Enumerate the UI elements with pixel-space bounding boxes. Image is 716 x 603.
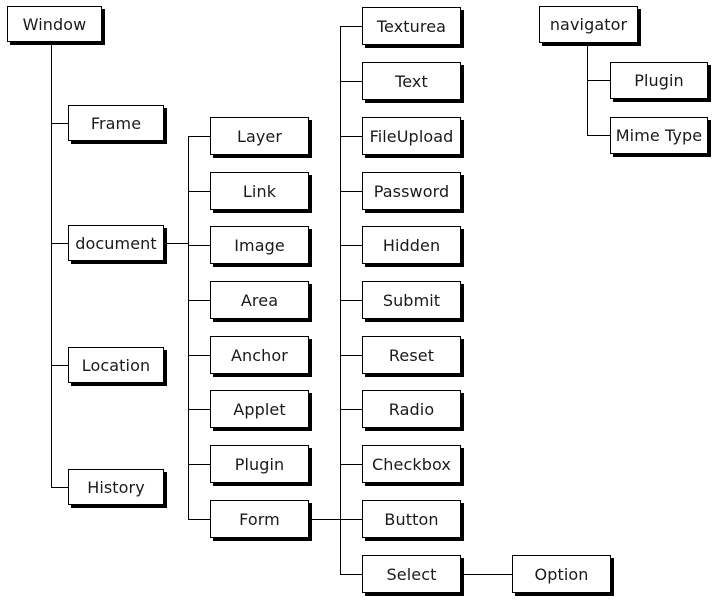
node-document: document [68,225,164,261]
node-reset: Reset [362,336,461,374]
node-link: Link [210,172,309,210]
node-text: Text [362,62,461,100]
connector-navigator-plugin [587,80,610,81]
node-applet: Applet [210,390,309,428]
connector-form-submit [340,300,362,301]
connector-form-hidden [340,245,362,246]
node-anchor: Anchor [210,336,309,374]
node-fileupload: FileUpload [362,117,461,155]
connector-select-option [461,574,512,575]
connector-window-frame [51,123,68,124]
node-layer: Layer [210,117,309,155]
node-navigator-plugin: Plugin [610,62,708,99]
connector-form-texturea [340,26,362,27]
node-image: Image [210,226,309,264]
connector-document-applet [188,409,210,410]
connector-window-document [51,243,68,244]
node-select: Select [362,555,461,593]
connector-navigator-trunk [587,43,588,135]
connector-document-form [188,519,210,520]
node-history: History [68,469,164,505]
node-document-plugin: Plugin [210,445,309,483]
connector-document-anchor [188,355,210,356]
connector-document-area [188,300,210,301]
connector-form-button [340,519,362,520]
node-frame: Frame [68,105,164,141]
connector-window-trunk [51,42,52,488]
connector-window-location [51,365,68,366]
connector-form-checkbox [340,464,362,465]
connector-navigator-mimetype [587,135,610,136]
connector-form-radio [340,409,362,410]
node-window: Window [7,6,102,42]
connector-document-layer [188,136,210,137]
node-option: Option [512,555,611,593]
node-checkbox: Checkbox [362,445,461,483]
connector-form-out [309,519,340,520]
connector-window-history [51,487,68,488]
connector-document-image [188,245,210,246]
connector-document-link [188,191,210,192]
node-password: Password [362,172,461,210]
connector-document-trunk [188,136,189,519]
connector-form-reset [340,355,362,356]
connector-document-out [164,243,188,244]
node-texturea: Texturea [362,7,461,45]
node-area: Area [210,281,309,319]
node-form: Form [210,500,309,538]
node-mimetype: Mime Type [610,117,708,154]
node-submit: Submit [362,281,461,319]
connector-document-plugin [188,464,210,465]
node-navigator: navigator [539,6,638,43]
connector-form-text [340,81,362,82]
node-radio: Radio [362,390,461,428]
connector-form-password [340,191,362,192]
connector-form-select [340,574,362,575]
node-location: Location [68,347,164,383]
node-button: Button [362,500,461,538]
node-hidden: Hidden [362,226,461,264]
connector-form-fileupload [340,136,362,137]
